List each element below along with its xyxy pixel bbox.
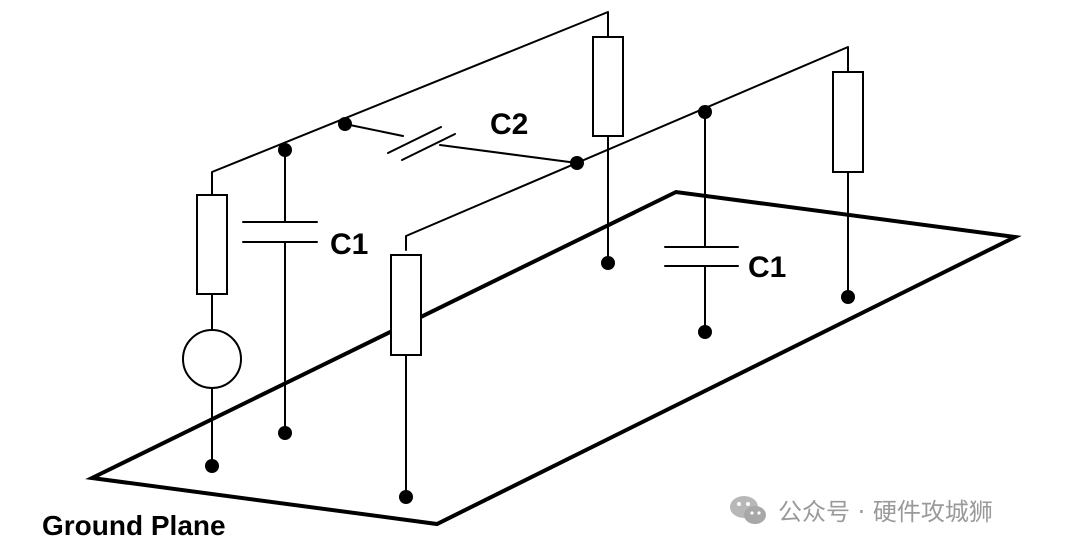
resistor-source [196,194,228,295]
ground-dot [399,490,413,504]
ground-dot [698,325,712,339]
ground-dot [278,426,292,440]
resistor-near-right [390,254,422,356]
left-circuit-top-wire [211,11,609,196]
label-c2: C2 [490,108,528,141]
resistor-far-right [832,71,864,173]
voltage-source-circle [182,329,242,389]
c2-wire-left [344,123,404,137]
c2-wire-right [439,144,578,164]
label-c1-right: C1 [748,251,786,284]
ground-plane-outline [85,189,1022,527]
watermark: 公众号 · 硬件攻城狮 [728,492,993,527]
wechat-icon [730,495,766,524]
label-c1-left: C1 [330,228,368,261]
junction-dot [570,156,584,170]
junction-dot [278,143,292,157]
resistor-far-left [592,36,624,137]
c2-plate-right [401,133,456,161]
label-ground-plane: Ground Plane [42,510,226,541]
junction-dot [338,117,352,131]
ground-dot [841,290,855,304]
ground-dot [205,459,219,473]
right-circuit-top-wire [405,46,849,251]
c2-plate-left [387,126,442,154]
watermark-text: 公众号 · 硬件攻城狮 [778,498,993,526]
junction-dot [698,105,712,119]
ground-dot [601,256,615,270]
